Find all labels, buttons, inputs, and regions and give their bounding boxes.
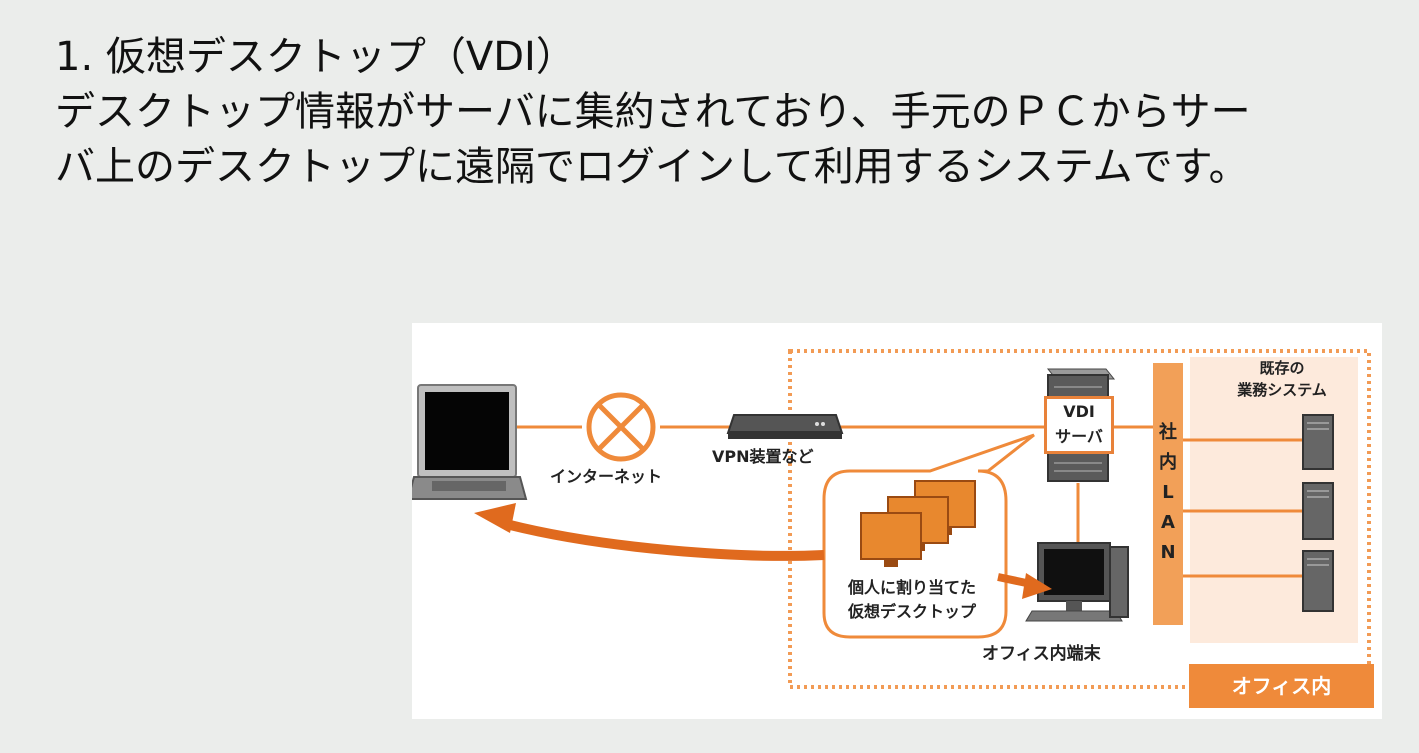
lan-letter-3: L: [1162, 482, 1174, 503]
vpn-device-icon: [726, 414, 844, 439]
bubble-line-1: 個人に割り当てた: [847, 578, 976, 597]
diagram-graphics: [412, 349, 1371, 689]
arrow-to-terminal: [997, 573, 1052, 599]
existing-server-icon-3: [1302, 550, 1334, 612]
arrow-to-laptop: [474, 503, 825, 561]
virtual-desktop-label: 個人に割り当てた 仮想デスクトップ: [832, 576, 992, 624]
virtual-desktop-icons: [860, 480, 976, 567]
existing-server-icon-1: [1302, 414, 1334, 470]
heading-line-3: バ上のデスクトップに遠隔でログインして利用するシステムです。: [55, 144, 1249, 190]
existing-server-icon-2: [1302, 482, 1334, 540]
internet-icon: [586, 392, 656, 462]
vdi-diagram: インターネット VPN装置など VDI サーバ 社 内 L A N 既存の 業務…: [412, 323, 1382, 719]
existing-line-1: 既存の: [1259, 359, 1305, 377]
lan-label: 社 内 L A N: [1153, 418, 1183, 568]
lan-letter-5: N: [1160, 542, 1176, 563]
vdi-server-label: VDI サーバ: [1044, 396, 1114, 454]
laptop-icon: [412, 384, 528, 500]
office-terminal-label: オフィス内端末: [982, 644, 1101, 664]
internet-label: インターネット: [550, 467, 663, 486]
heading-line-2: デスクトップ情報がサーバに集約されており、手元のＰＣからサー: [55, 89, 1251, 135]
vdi-label-line-1: VDI: [1063, 402, 1095, 421]
lan-letter-2: 内: [1159, 452, 1177, 473]
lan-bar: [1153, 363, 1183, 625]
existing-systems-label: 既存の 業務システム: [1212, 357, 1352, 401]
office-terminal-icon: [1025, 542, 1129, 622]
lan-letter-1: 社: [1159, 422, 1177, 443]
lan-letter-4: A: [1161, 512, 1175, 533]
page-heading: 1. 仮想デスクトップ（VDI） デスクトップ情報がサーバに集約されており、手元…: [55, 30, 1395, 195]
office-dotted-border: [788, 349, 1371, 689]
heading-line-1: 1. 仮想デスクトップ（VDI）: [55, 34, 576, 80]
vdi-label-line-2: サーバ: [1055, 427, 1103, 446]
bubble-line-2: 仮想デスクトップ: [847, 602, 976, 621]
vpn-label: VPN装置など: [712, 447, 814, 466]
office-badge: オフィス内: [1189, 664, 1374, 708]
existing-line-2: 業務システム: [1237, 381, 1327, 399]
